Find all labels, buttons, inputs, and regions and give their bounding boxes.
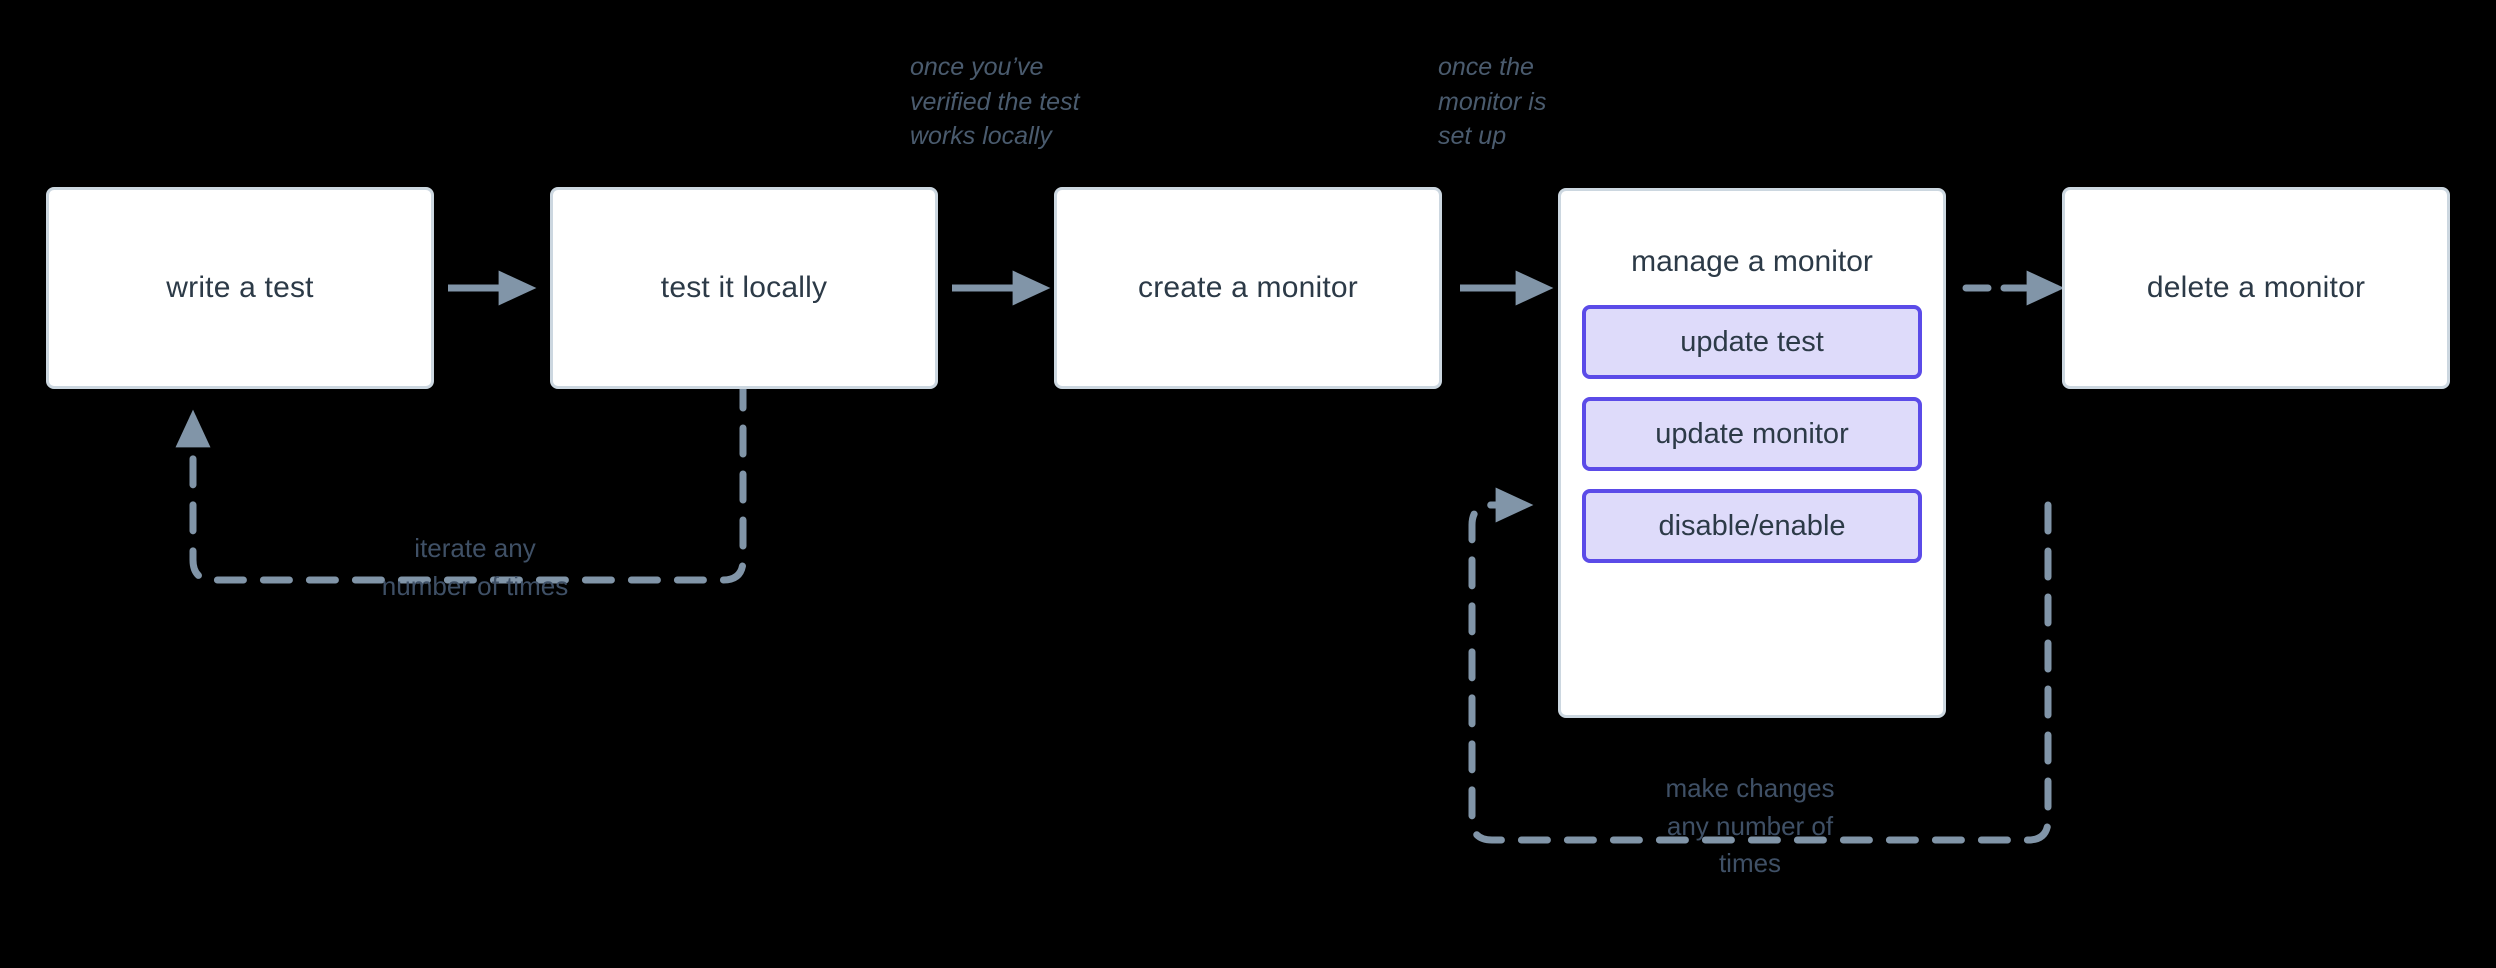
node-test-it-locally[interactable]: test it locally (550, 187, 938, 389)
node-create-a-monitor[interactable]: create a monitor (1054, 187, 1442, 389)
node-label: write a test (166, 271, 314, 304)
node-label: delete a monitor (2146, 271, 2366, 304)
node-manage-a-monitor[interactable]: manage a monitor update test update moni… (1558, 188, 1946, 718)
node-label: manage a monitor (1631, 245, 1873, 278)
node-label: create a monitor (1138, 271, 1358, 304)
node-delete-a-monitor[interactable]: delete a monitor (2062, 187, 2450, 389)
subnode-label: disable/enable (1658, 509, 1846, 542)
loop-label-make-changes: make changes any number of times (1665, 773, 1835, 879)
subnode-label: update test (1680, 325, 1824, 358)
subnode-update-test[interactable]: update test (1582, 305, 1922, 379)
subnode-label: update monitor (1655, 417, 1849, 450)
node-label: test it locally (660, 271, 828, 304)
loop-label-iterate: iterate any number of times (381, 533, 569, 601)
annotation-monitor-set-up: once the monitor is set up (1438, 53, 1547, 150)
annotation-verified-locally: once you’ve verified the test works loca… (910, 53, 1080, 150)
node-write-a-test[interactable]: write a test (46, 187, 434, 389)
subnode-disable-enable[interactable]: disable/enable (1582, 489, 1922, 563)
subnode-update-monitor[interactable]: update monitor (1582, 397, 1922, 471)
